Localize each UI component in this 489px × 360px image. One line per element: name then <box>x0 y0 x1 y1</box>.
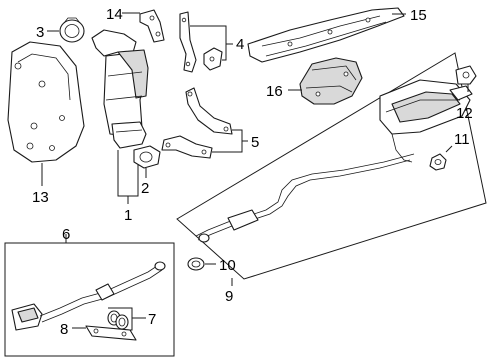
callout-2: 2 <box>141 180 149 197</box>
callout-11: 11 <box>454 131 470 148</box>
underbody-heat-shield <box>247 7 405 63</box>
bracket-upper <box>139 9 165 43</box>
callout-6: 6 <box>62 226 70 243</box>
muffler-assembly <box>195 79 473 243</box>
converter-heat-shield <box>299 57 363 105</box>
hanger-bracket <box>455 65 477 85</box>
leader-4 <box>190 25 227 61</box>
catalytic-converter <box>91 29 149 149</box>
callout-13: 13 <box>32 189 49 206</box>
exhaust-hangers <box>161 87 233 159</box>
callout-16: 16 <box>266 83 283 100</box>
clamp-ring <box>59 17 85 43</box>
rubber-insulator <box>429 153 447 171</box>
manifold-heat-shield <box>7 41 85 163</box>
front-pipe-converter <box>11 261 166 331</box>
flange-gasket-strip <box>85 325 137 341</box>
callout-9: 9 <box>225 288 233 305</box>
exhaust-system-box <box>176 52 487 280</box>
front-pipe-box <box>4 242 175 357</box>
callout-10: 10 <box>219 257 236 274</box>
callout-12: 12 <box>456 105 473 122</box>
callout-7: 7 <box>148 311 156 328</box>
pipe-gasket <box>187 257 205 271</box>
callout-14: 14 <box>106 6 123 23</box>
callout-8: 8 <box>60 321 68 338</box>
support-brackets <box>179 11 223 73</box>
leader-11 <box>445 145 453 153</box>
flange-gasket <box>133 145 161 169</box>
callout-3: 3 <box>36 24 44 41</box>
pipe-clamps <box>107 310 129 330</box>
callout-4: 4 <box>236 36 244 53</box>
callout-1: 1 <box>124 207 132 224</box>
callout-5: 5 <box>251 134 259 151</box>
callout-15: 15 <box>410 7 427 24</box>
